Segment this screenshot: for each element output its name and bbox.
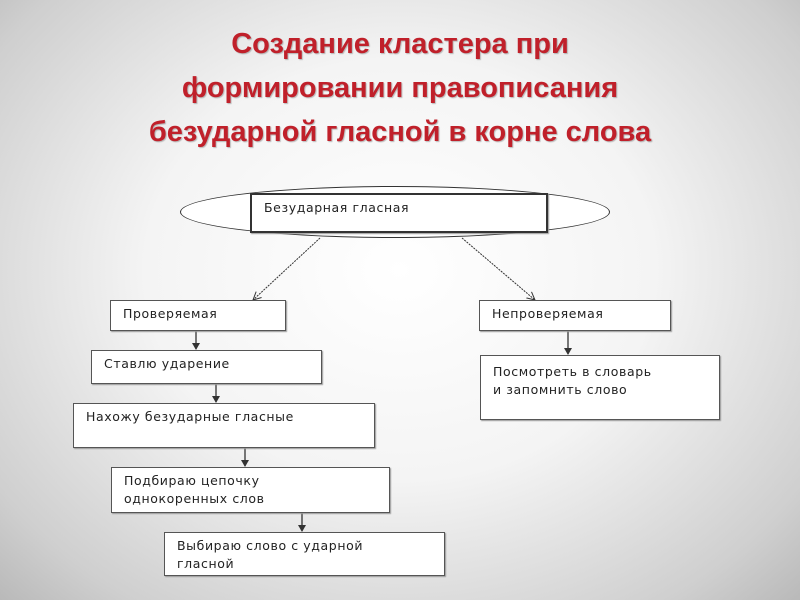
root-box: Безударная гласная xyxy=(250,193,548,233)
left-step-3-line-1: Подбираю цепочку xyxy=(124,473,260,488)
left-step-3-box: Подбираю цепочку однокоренных слов xyxy=(111,467,390,513)
left-step-1-line-1: Ставлю ударение xyxy=(104,356,230,371)
left-step-4-line-2: гласной xyxy=(177,556,235,571)
left-branch-box: Проверяемая xyxy=(110,300,286,331)
left-step-3-line-2: однокоренных слов xyxy=(124,491,265,506)
left-step-2-box: Нахожу безударные гласные xyxy=(73,403,375,448)
title-line-3: безударной гласной в корне слова xyxy=(148,116,652,148)
left-step-2-line-1: Нахожу безударные гласные xyxy=(86,409,294,424)
root-label: Безударная гласная xyxy=(264,200,410,215)
right-branch-box: Непроверяемая xyxy=(479,300,671,331)
left-step-4-box: Выбираю слово с ударной гласной xyxy=(164,532,445,576)
title-line-2: формировании правописания xyxy=(181,72,619,104)
arrow-root-to-left xyxy=(253,237,321,300)
right-step-box: Посмотреть в словарь и запомнить слово xyxy=(480,355,720,420)
right-step-line-1: Посмотреть в словарь xyxy=(493,364,652,379)
left-branch-label: Проверяемая xyxy=(123,306,218,321)
left-step-1-box: Ставлю ударение xyxy=(91,350,322,384)
arrow-root-to-right xyxy=(461,237,535,300)
left-step-4-line-1: Выбираю слово с ударной xyxy=(177,538,364,553)
right-step-line-2: и запомнить слово xyxy=(493,382,628,397)
title-line-1: Создание кластера при xyxy=(231,28,569,60)
right-branch-label: Непроверяемая xyxy=(492,306,604,321)
slide-title: Создание кластера при формировании право… xyxy=(0,22,800,154)
